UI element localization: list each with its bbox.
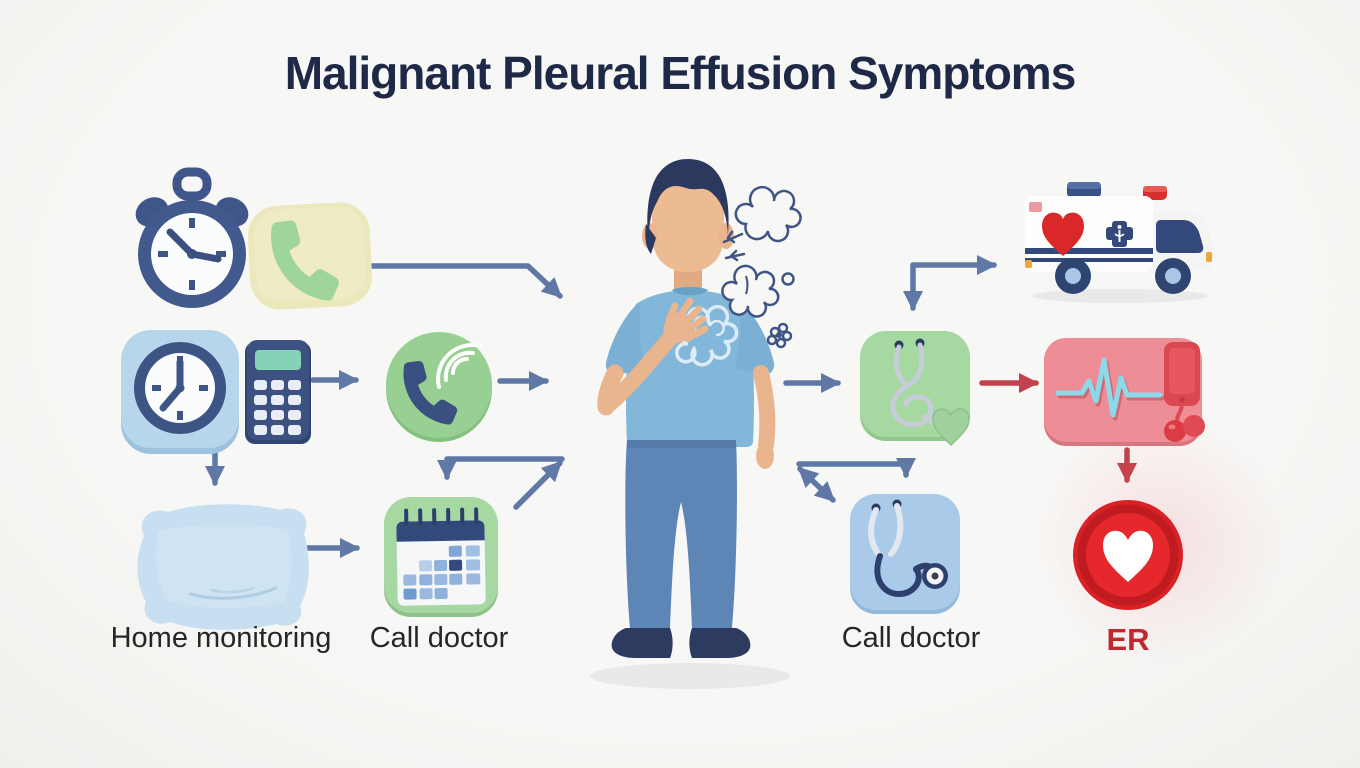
breath-clouds-icon — [721, 186, 802, 349]
call-doctor-left-label: Call doctor — [369, 622, 509, 654]
page-title: Malignant Pleural Effusion Symptoms — [284, 47, 1077, 99]
ambulance-icon — [1015, 160, 1225, 310]
stethoscope-blue-icon — [846, 492, 968, 624]
alarm-clock-icon — [128, 166, 256, 314]
call-doctor-right-label: Call doctor — [841, 622, 981, 654]
home-monitoring-label: Home monitoring — [110, 622, 332, 654]
stethoscope-green-icon — [856, 329, 978, 461]
pillow-icon — [128, 496, 318, 631]
er-label: ER — [1106, 622, 1150, 657]
wall-clock-icon — [119, 324, 243, 456]
heart-badge-icon — [1071, 498, 1185, 612]
ringing-phone-icon — [383, 329, 495, 443]
calculator-icon — [244, 338, 312, 446]
pillow-phone-icon — [243, 190, 378, 318]
patient-figure — [560, 148, 820, 708]
calendar-icon — [381, 491, 501, 621]
ekg-monitor-icon — [1042, 330, 1217, 455]
